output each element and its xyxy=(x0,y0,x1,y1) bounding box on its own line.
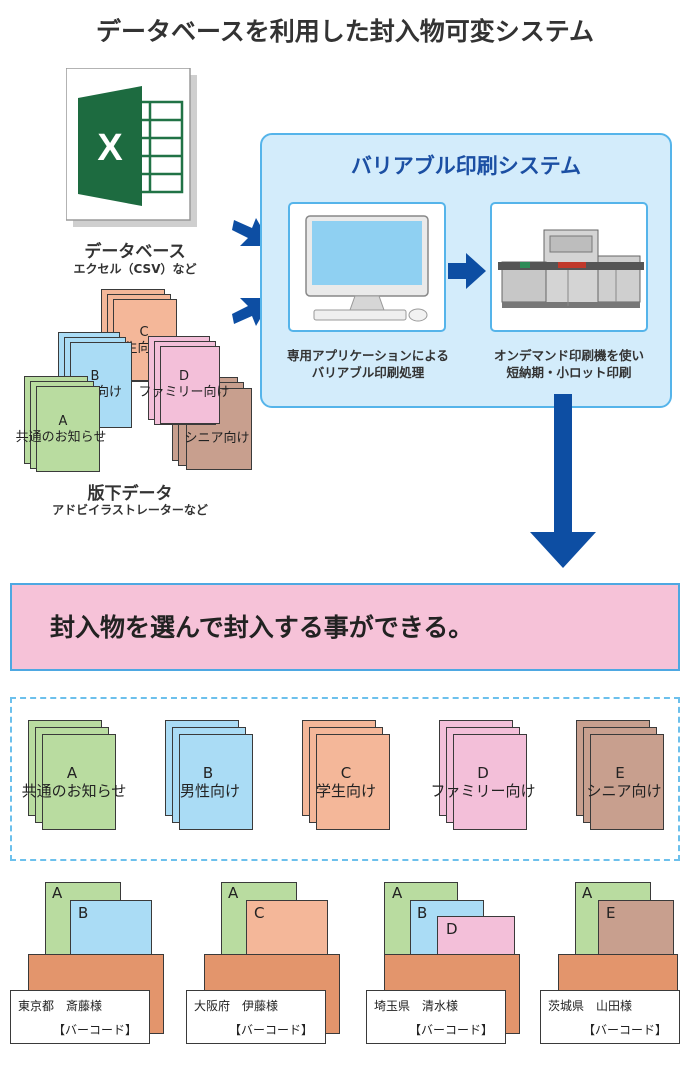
application-caption: 専用アプリケーションによる バリアブル印刷処理 xyxy=(268,347,468,381)
envelope-3-letter-b: B xyxy=(417,904,428,922)
database-sub-label: エクセル（CSV）など xyxy=(73,262,197,276)
banner-text: 封入物を選んで封入する事ができる。 xyxy=(50,613,474,642)
plate-letter-b: B xyxy=(90,369,100,384)
envelope-3-barcode: 【バーコード】 xyxy=(408,1023,493,1037)
envelope-1-letter-a: A xyxy=(52,884,63,902)
plate-letter-a: A xyxy=(58,414,68,429)
plate-letter-c: C xyxy=(139,325,149,340)
envelope-3-address: 埼玉県 清水様 xyxy=(374,999,459,1013)
envelope-3-address-label: 埼玉県 清水様 【バーコード】 xyxy=(366,990,506,1044)
plate-text-b: 向け xyxy=(95,385,122,400)
envelope-1-address: 東京都 斎藤様 xyxy=(18,999,103,1013)
envelope-4-letter-e: E xyxy=(606,904,616,922)
application-panel xyxy=(288,202,446,332)
inserts-box xyxy=(10,697,680,861)
database-label: データベース xyxy=(84,242,186,262)
insert-letter-c: C xyxy=(340,764,352,782)
envelope-1-letter-b: B xyxy=(78,904,89,922)
application-caption-line-1: 専用アプリケーションによる xyxy=(287,348,449,363)
envelope-4-letter-a: A xyxy=(582,884,593,902)
printer-icon xyxy=(498,229,644,308)
plates-label: 版下データ xyxy=(87,484,173,504)
envelope-2-address-label: 大阪府 伊藤様 【バーコード】 xyxy=(186,990,326,1044)
plate-letter-d: D xyxy=(178,369,189,384)
printer-caption-line-2: 短納期・小ロット印刷 xyxy=(506,365,632,380)
arrow-icon xyxy=(448,253,486,289)
svg-text:X: X xyxy=(97,127,123,169)
insert-text-a: 共通のお知らせ xyxy=(21,782,127,800)
insert-letter-b: B xyxy=(202,764,214,782)
insert-text-c: 学生向け xyxy=(315,782,376,800)
envelope-2-barcode: 【バーコード】 xyxy=(228,1023,313,1037)
envelope-2-letter-a: A xyxy=(228,884,239,902)
printer-caption-line-1: オンデマンド印刷機を使い xyxy=(493,348,644,363)
envelope-1-address-label: 東京都 斎藤様 【バーコード】 xyxy=(10,990,150,1044)
envelope-3-letter-a: A xyxy=(392,884,403,902)
application-caption-line-2: バリアブル印刷処理 xyxy=(311,365,425,380)
envelope-4: A E 茨城県 山田様 【バーコード】 xyxy=(540,882,690,1052)
plates-sub-label: アドビイラストレーターなど xyxy=(52,503,208,517)
insert-text-d: ファミリー向け xyxy=(430,782,536,800)
page-title: データベースを利用した封入物可変システム xyxy=(95,17,594,46)
plate-text-e: シニア向け xyxy=(184,431,250,446)
envelope-4-address-label: 茨城県 山田様 【バーコード】 xyxy=(540,990,680,1044)
envelope-2-letter-c: C xyxy=(254,904,265,922)
envelope-2: A C 大阪府 伊藤様 【バーコード】 xyxy=(186,882,344,1052)
insert-letter-e: E xyxy=(615,764,625,782)
envelope-4-address: 茨城県 山田様 xyxy=(548,999,633,1013)
insert-letter-d: D xyxy=(477,764,489,782)
banner-box xyxy=(10,583,680,671)
insert-text-e: シニア向け xyxy=(586,782,662,800)
envelope-2-address: 大阪府 伊藤様 xyxy=(194,999,279,1013)
monitor-icon xyxy=(305,215,429,322)
envelope-3: A B D 埼玉県 清水様 【バーコード】 xyxy=(366,882,524,1052)
excel-icon: X xyxy=(66,68,197,227)
envelope-1: A B 東京都 斎藤様 【バーコード】 xyxy=(10,882,168,1052)
system-title: バリアブル印刷システム xyxy=(350,154,582,178)
insert-text-b: 男性向け xyxy=(179,782,240,800)
plate-text-d: ファミリー向け xyxy=(138,385,230,400)
insert-letter-a: A xyxy=(66,764,78,782)
printer-caption: オンデマンド印刷機を使い 短納期・小ロット印刷 xyxy=(469,347,669,381)
envelope-1-barcode: 【バーコード】 xyxy=(52,1023,137,1037)
printer-panel xyxy=(490,202,648,332)
envelope-3-letter-d: D xyxy=(446,920,458,938)
envelope-4-barcode: 【バーコード】 xyxy=(582,1023,667,1037)
plate-text-a: 共通のお知らせ xyxy=(15,430,107,445)
arrow-icon xyxy=(530,394,596,568)
